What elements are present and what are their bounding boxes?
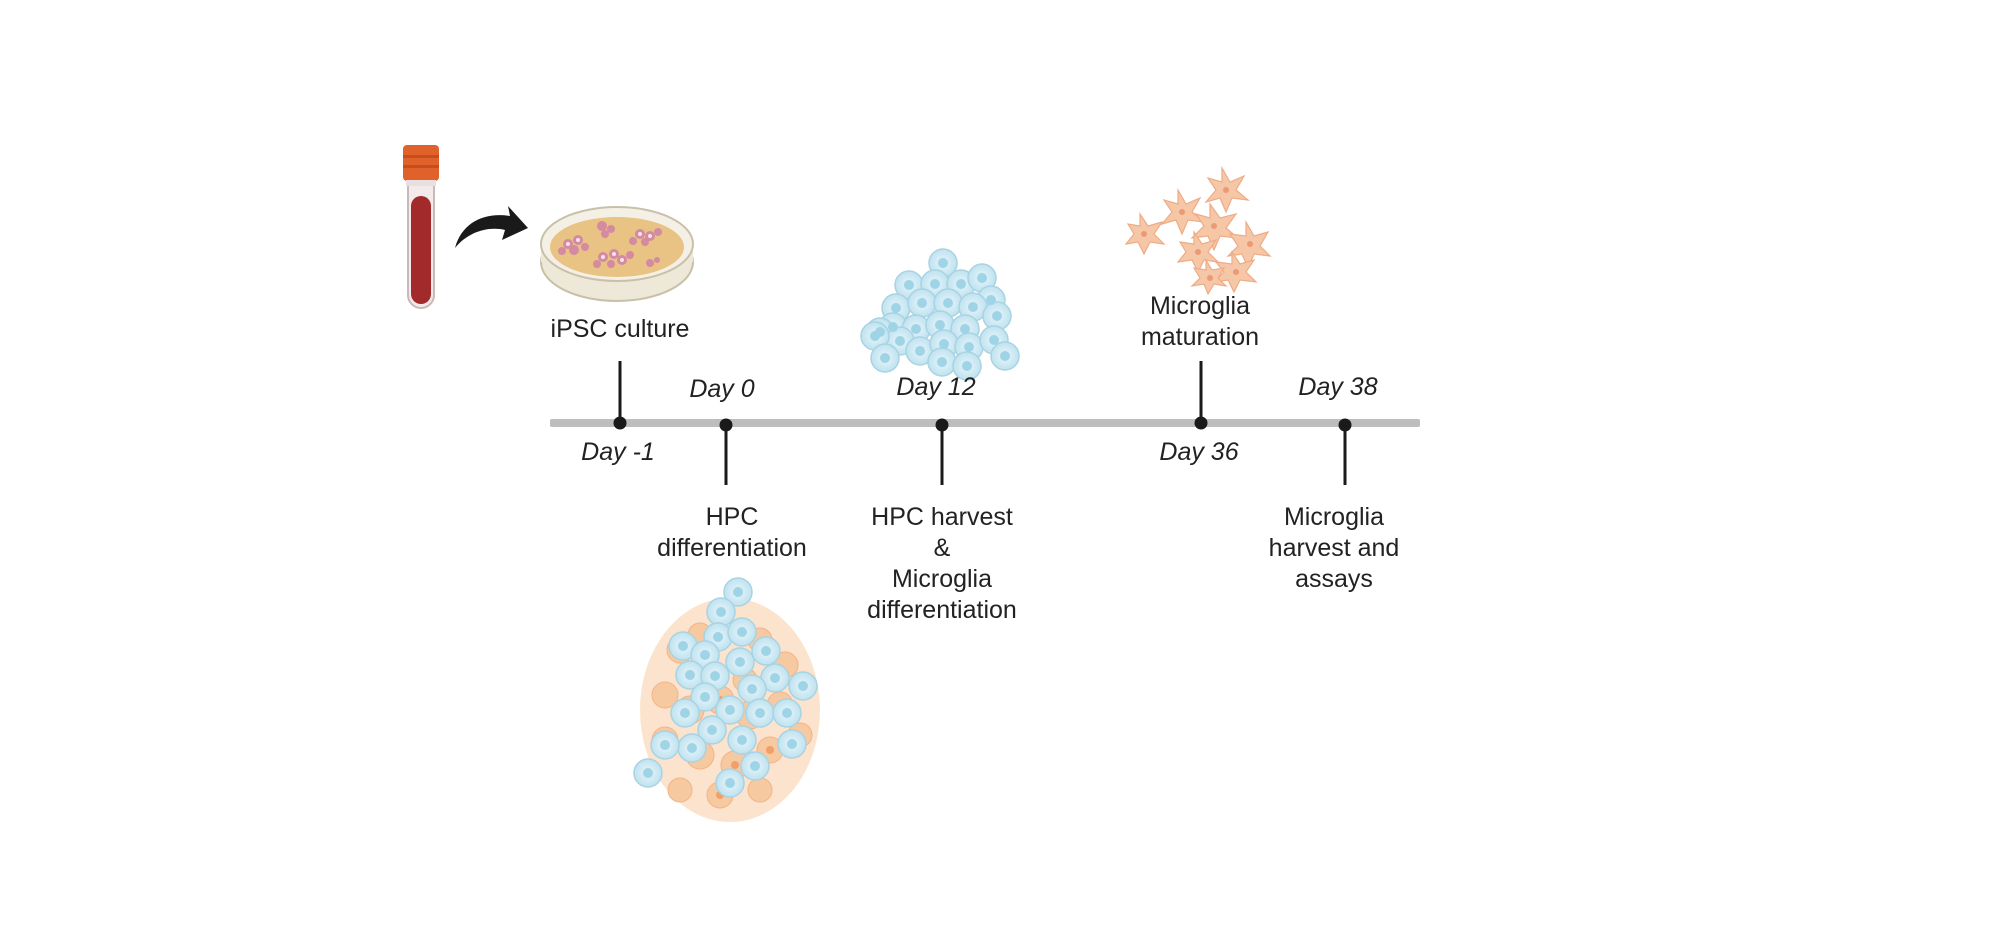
event-label-line: HPC: [705, 503, 759, 531]
event-label-line: &: [933, 534, 951, 562]
marker-day-38: [1338, 418, 1352, 485]
event-label-line: HPC harvest: [871, 503, 1013, 531]
event-label-line: maturation: [1140, 323, 1260, 351]
event-label-line: iPSC culture: [550, 315, 690, 343]
day-label-12: Day 12: [896, 373, 976, 401]
event-label-line: Microglia: [1149, 292, 1251, 320]
event-label-line: differentiation: [867, 596, 1017, 624]
event-label-microglia-harvest: Microglia harvest and assays: [1269, 502, 1400, 595]
timeline-axis: [550, 419, 1420, 427]
event-label-line: harvest and: [1268, 534, 1400, 562]
marker-day-12: [935, 418, 949, 485]
marker-day-minus-1: [613, 361, 627, 430]
event-label-line: assays: [1295, 565, 1373, 593]
event-label-microglia-maturation: Microglia maturation: [1141, 291, 1259, 353]
mixed-cells-icon: [633, 577, 820, 822]
event-label-line: Microglia: [891, 565, 993, 593]
event-label-line: differentiation: [657, 534, 807, 562]
event-label-ipsc-culture: iPSC culture: [551, 314, 690, 345]
event-label-hpc-harvest: HPC harvest & Microglia differentiation: [867, 502, 1017, 626]
petri-dish-icon: [540, 206, 694, 302]
event-label-hpc-differentiation: HPC differentiation: [657, 502, 807, 564]
blood-tube-icon: [403, 145, 439, 309]
day-label-38: Day 38: [1298, 373, 1378, 401]
day-label-0: Day 0: [689, 375, 755, 403]
event-label-line: Microglia: [1283, 503, 1385, 531]
marker-day-0: [719, 418, 733, 485]
microglia-cells-icon: [1124, 165, 1272, 296]
day-label-36: Day 36: [1159, 438, 1239, 466]
day-label-minus-1: Day -1: [581, 438, 655, 466]
curved-arrow-icon: [455, 206, 528, 248]
marker-day-36: [1194, 361, 1208, 430]
